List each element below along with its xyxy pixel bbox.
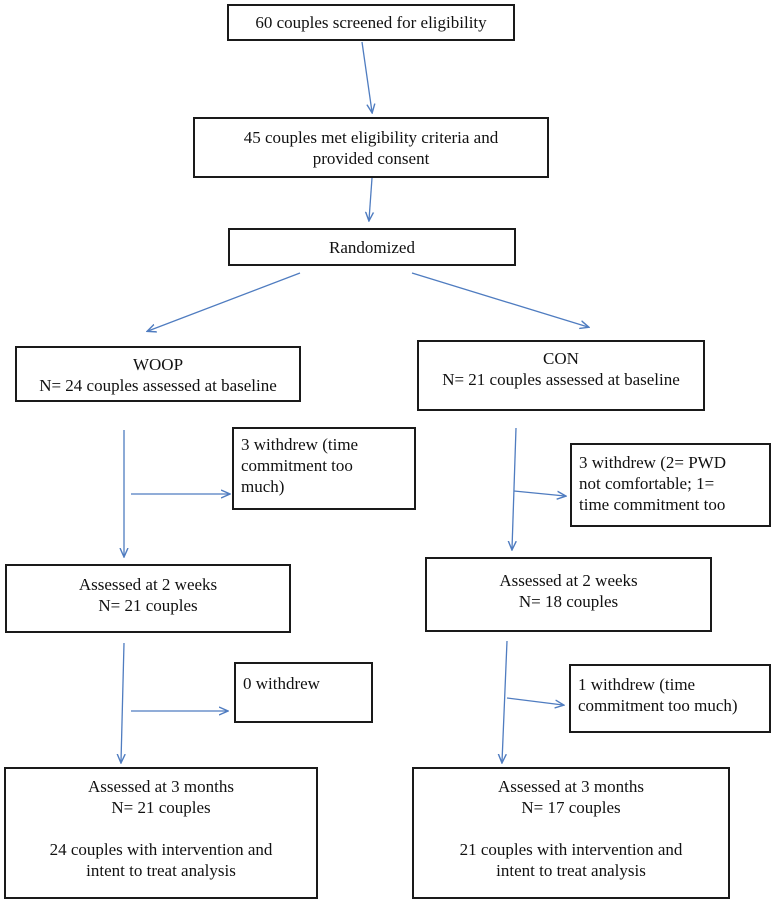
randomized-text: Randomized [329,238,415,257]
con-withdrawal-1-line-3: time commitment too [579,495,726,514]
spacer [6,818,316,839]
arrow-woop-2wk-to-3mo [121,642,124,762]
con-2-weeks-count: N= 18 couples [518,592,619,611]
arrow-randomized-to-con [411,272,588,327]
con-baseline-count: N= 21 couples assessed at baseline [442,370,680,389]
con-withdrawal-2-line-1: 1 withdrew (time [578,675,696,694]
con-3-months-box: Assessed at 3 months N= 17 couples 21 co… [412,767,730,899]
con-withdrawal-1-line-1: 3 withdrew (2= PWD [579,453,726,472]
woop-withdrawal-1-line-1: 3 withdrew (time [241,435,359,454]
con-3-months-count: N= 17 couples [521,798,621,817]
eligibility-line-1: 45 couples met eligibility criteria and [243,128,499,147]
woop-3-months-label: Assessed at 3 months [88,777,234,796]
con-withdrawal-2-box: 1 withdrew (time commitment too much) [569,664,771,733]
spacer [414,818,728,839]
con-withdrawal-2-line-2: commitment too much) [578,696,738,715]
screening-text: 60 couples screened for eligibility [255,13,487,32]
eligibility-box: 45 couples met eligibility criteria and … [193,117,549,178]
woop-analysis-line-1: 24 couples with intervention and [49,840,273,859]
con-analysis-line-2: intent to treat analysis [496,861,646,880]
con-2-weeks-box: Assessed at 2 weeks N= 18 couples [425,557,712,632]
screening-box: 60 couples screened for eligibility [227,4,515,41]
arrow-randomized-to-woop [148,272,301,331]
woop-analysis-line-2: intent to treat analysis [86,861,236,880]
woop-3-months-box: Assessed at 3 months N= 21 couples 24 co… [4,767,318,899]
con-arm-label: CON [543,349,579,368]
arrow-con-2wk-to-3mo [502,640,508,762]
con-3-months-label: Assessed at 3 months [498,777,644,796]
woop-arm-label: WOOP [132,355,184,374]
con-analysis-line-1: 21 couples with intervention and [459,840,683,859]
con-withdrawal-1-box: 3 withdrew (2= PWD not comfortable; 1= t… [570,443,771,527]
woop-2-weeks-box: Assessed at 2 weeks N= 21 couples [5,564,291,633]
woop-baseline-count: N= 24 couples assessed at baseline [39,376,277,395]
con-2-weeks-label: Assessed at 2 weeks [499,571,638,590]
eligibility-line-2: provided consent [312,149,430,168]
woop-withdrawal-1-line-3: much) [241,477,285,496]
woop-3-months-count: N= 21 couples [111,798,211,817]
arrow-eligibility-to-randomized [369,177,372,220]
randomized-box: Randomized [228,228,516,266]
woop-withdrawal-1-line-2: commitment too [241,456,353,475]
woop-withdrawal-1-box: 3 withdrew (time commitment too much) [232,427,416,510]
con-withdrawal-1-line-2: not comfortable; 1= [579,474,715,493]
arrow-con-baseline-to-2wk [512,427,516,549]
arrow-con-withdraw2 [506,697,563,705]
woop-baseline-box: WOOP N= 24 couples assessed at baseline [15,346,301,402]
arrow-screening-to-eligibility [361,41,372,112]
arrow-con-withdraw1 [513,490,565,496]
woop-2-weeks-label: Assessed at 2 weeks [78,575,218,594]
woop-withdrawal-2-box: 0 withdrew [234,662,373,723]
woop-2-weeks-count: N= 21 couples [98,596,198,615]
con-baseline-box: CON N= 21 couples assessed at baseline [417,340,705,411]
woop-withdrawal-2-text: 0 withdrew [243,674,320,693]
